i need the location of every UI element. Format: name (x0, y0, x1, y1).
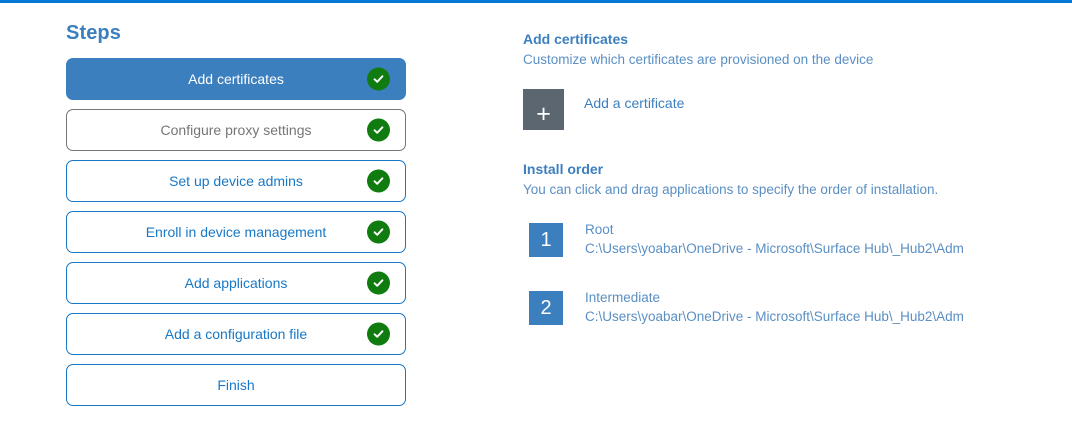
check-circle-icon (367, 118, 390, 142)
step-button-5[interactable]: Add a configuration file (66, 313, 406, 355)
page-title: Steps (66, 22, 121, 44)
check-circle-icon (367, 322, 390, 346)
step-button-3[interactable]: Enroll in device management (66, 211, 406, 253)
step-button-label: Enroll in device management (145, 224, 327, 240)
step-button-label: Add applications (184, 275, 288, 291)
step-button-label: Set up device admins (169, 173, 303, 189)
install-order-description: You can click and drag applications to s… (523, 182, 939, 197)
check-circle-icon (367, 271, 390, 295)
step-button-label: Add a configuration file (164, 326, 308, 342)
install-order-index: 2 (529, 291, 563, 326)
check-circle-icon (367, 67, 390, 91)
step-button-0[interactable]: Add certificates (66, 58, 406, 100)
install-order-name: Root (585, 222, 614, 237)
step-button-label: Configure proxy settings (160, 122, 312, 138)
add-certificates-description: Customize which certificates are provisi… (523, 52, 874, 67)
install-order-path: C:\Users\yoabar\OneDrive - Microsoft\Sur… (585, 240, 964, 256)
step-button-label: Add certificates (188, 71, 284, 87)
step-button-6[interactable]: Finish (66, 364, 406, 406)
step-button-2[interactable]: Set up device admins (66, 160, 406, 202)
add-certificates-section: Add certificates Customize which certifi… (523, 31, 1043, 130)
step-button-label: Finish (217, 377, 255, 393)
check-circle-icon (367, 169, 390, 193)
add-certificates-heading: Add certificates (523, 31, 629, 47)
install-order-path: C:\Users\yoabar\OneDrive - Microsoft\Sur… (585, 308, 964, 324)
check-circle-icon (367, 220, 390, 244)
add-certificate-button[interactable]: + (523, 89, 564, 130)
install-order-index: 1 (529, 223, 563, 257)
top-accent-bar (0, 0, 1072, 3)
plus-icon: + (536, 100, 551, 128)
detail-panel: Add certificates Customize which certifi… (523, 31, 1043, 360)
add-certificate-row: + Add a certificate (523, 89, 1043, 130)
install-order-section: Install order You can click and drag app… (523, 161, 1043, 327)
add-certificate-label[interactable]: Add a certificate (584, 95, 685, 111)
install-order-heading: Install order (523, 161, 604, 177)
step-button-4[interactable]: Add applications (66, 262, 406, 304)
install-order-name: Intermediate (585, 290, 661, 306)
step-button-1[interactable]: Configure proxy settings (66, 109, 406, 151)
